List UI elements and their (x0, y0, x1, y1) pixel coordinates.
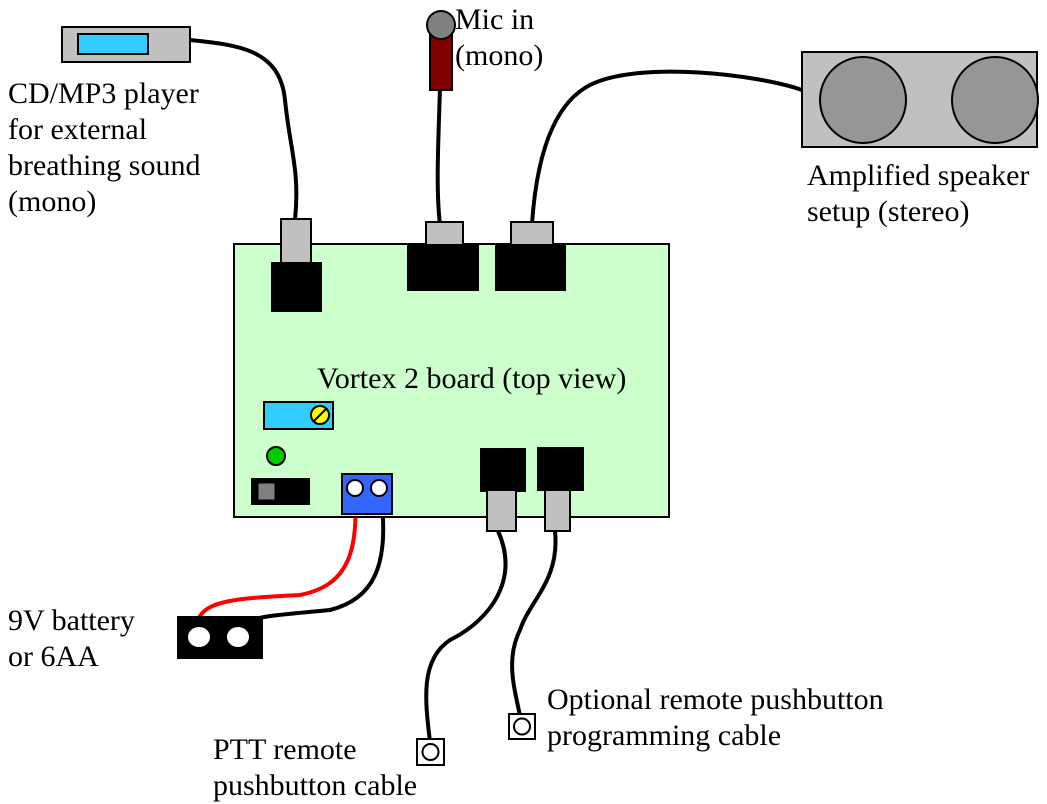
speaker-plug (510, 221, 554, 247)
cd-plug (280, 218, 312, 265)
mic-head (426, 10, 456, 40)
ptt-label: PTT remote pushbutton cable (213, 733, 418, 802)
speaker-jack (495, 244, 566, 291)
cd-jack (271, 262, 322, 312)
speaker-cable (530, 69, 803, 225)
battery-terminal-right (227, 627, 249, 647)
speaker-cone-right (951, 56, 1039, 144)
cd-player-screen (77, 33, 149, 55)
ptt-pushbutton-cap (421, 743, 440, 761)
mic-jack (407, 244, 479, 291)
battery-label: 9V battery or 6AA (8, 604, 135, 673)
speaker-label: Amplified speaker setup (stereo) (807, 159, 1030, 228)
optional-cable (510, 530, 558, 717)
mic-body (429, 31, 453, 91)
ptt-jack (480, 448, 526, 492)
terminal-screw-left (346, 479, 364, 497)
battery-terminal-left (188, 627, 210, 647)
cd-player-cable (189, 38, 299, 221)
battery-red-wire (196, 489, 358, 621)
status-led (266, 446, 286, 466)
optional-jack (537, 447, 584, 491)
ptt-cable (424, 530, 508, 743)
terminal-screw-right (370, 479, 388, 497)
optional-plug (544, 489, 571, 532)
mic-label: Mic in (mono) (455, 3, 544, 72)
optional-pushbutton-cap (513, 717, 531, 736)
ptt-plug (486, 489, 517, 532)
power-switch-knob (257, 482, 276, 501)
mic-cable (435, 87, 442, 226)
board-label: Vortex 2 board (top view) (317, 362, 627, 395)
speaker-cone-left (819, 56, 907, 144)
optional-label: Optional remote pushbutton programming c… (547, 683, 884, 752)
mic-plug (425, 221, 464, 247)
cd-player-label: CD/MP3 player for external breathing sou… (8, 77, 201, 218)
